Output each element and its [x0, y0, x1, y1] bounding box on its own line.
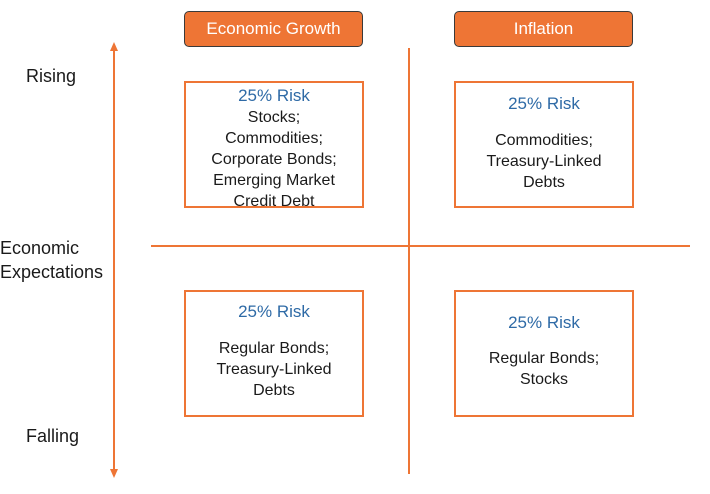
quadrant-falling-growth: 25% Risk Regular Bonds; Treasury-Linked … — [184, 290, 364, 417]
axis-label-line: Economic — [0, 238, 80, 258]
asset-item: Debts — [523, 174, 565, 191]
quadrant-rising-inflation: 25% Risk Commodities; Treasury-Linked De… — [454, 81, 634, 208]
asset-item: Treasury-Linked — [486, 153, 602, 170]
axis-label-rising: Rising — [26, 66, 77, 86]
axis-label-falling: Falling — [26, 426, 80, 446]
axis-label-economic-expectations: Economic Expectations — [0, 236, 103, 284]
asset-list: Regular Bonds; Stocks — [456, 348, 632, 390]
asset-item: Stocks — [519, 371, 568, 388]
header-inflation: Inflation — [454, 11, 633, 47]
horizontal-divider — [151, 245, 690, 247]
asset-list: Stocks; Commodities; Corporate Bonds; Em… — [186, 107, 362, 212]
asset-item: Regular Bonds; — [218, 340, 330, 357]
asset-item: Debts — [253, 382, 295, 399]
asset-list: Regular Bonds; Treasury-Linked Debts — [186, 338, 362, 401]
risk-label: 25% Risk — [508, 94, 580, 113]
quadrant-rising-growth: 25% Risk Stocks; Commodities; Corporate … — [184, 81, 364, 210]
double-arrow-icon — [110, 42, 118, 478]
quadrant-falling-inflation: 25% Risk Regular Bonds; Stocks — [454, 290, 634, 417]
asset-item: Commodities; — [225, 130, 323, 147]
asset-item: Stocks; — [247, 109, 301, 126]
header-inflation-label: Inflation — [513, 19, 574, 38]
asset-item: Corporate Bonds; — [211, 151, 337, 168]
asset-list: Commodities; Treasury-Linked Debts — [456, 130, 632, 193]
asset-item: Commodities; — [495, 132, 593, 149]
asset-item: Regular Bonds; — [488, 350, 600, 367]
risk-label: 25% Risk — [238, 302, 310, 321]
asset-item: Credit Debt — [233, 193, 315, 210]
asset-item: Treasury-Linked — [216, 361, 332, 378]
header-economic-growth: Economic Growth — [184, 11, 363, 47]
axis-label-line: Expectations — [0, 262, 104, 282]
risk-label: 25% Risk — [508, 313, 580, 332]
vertical-divider — [408, 48, 410, 474]
asset-item: Emerging Market — [213, 172, 335, 189]
risk-label: 25% Risk — [238, 86, 310, 105]
header-economic-growth-label: Economic Growth — [206, 19, 341, 38]
